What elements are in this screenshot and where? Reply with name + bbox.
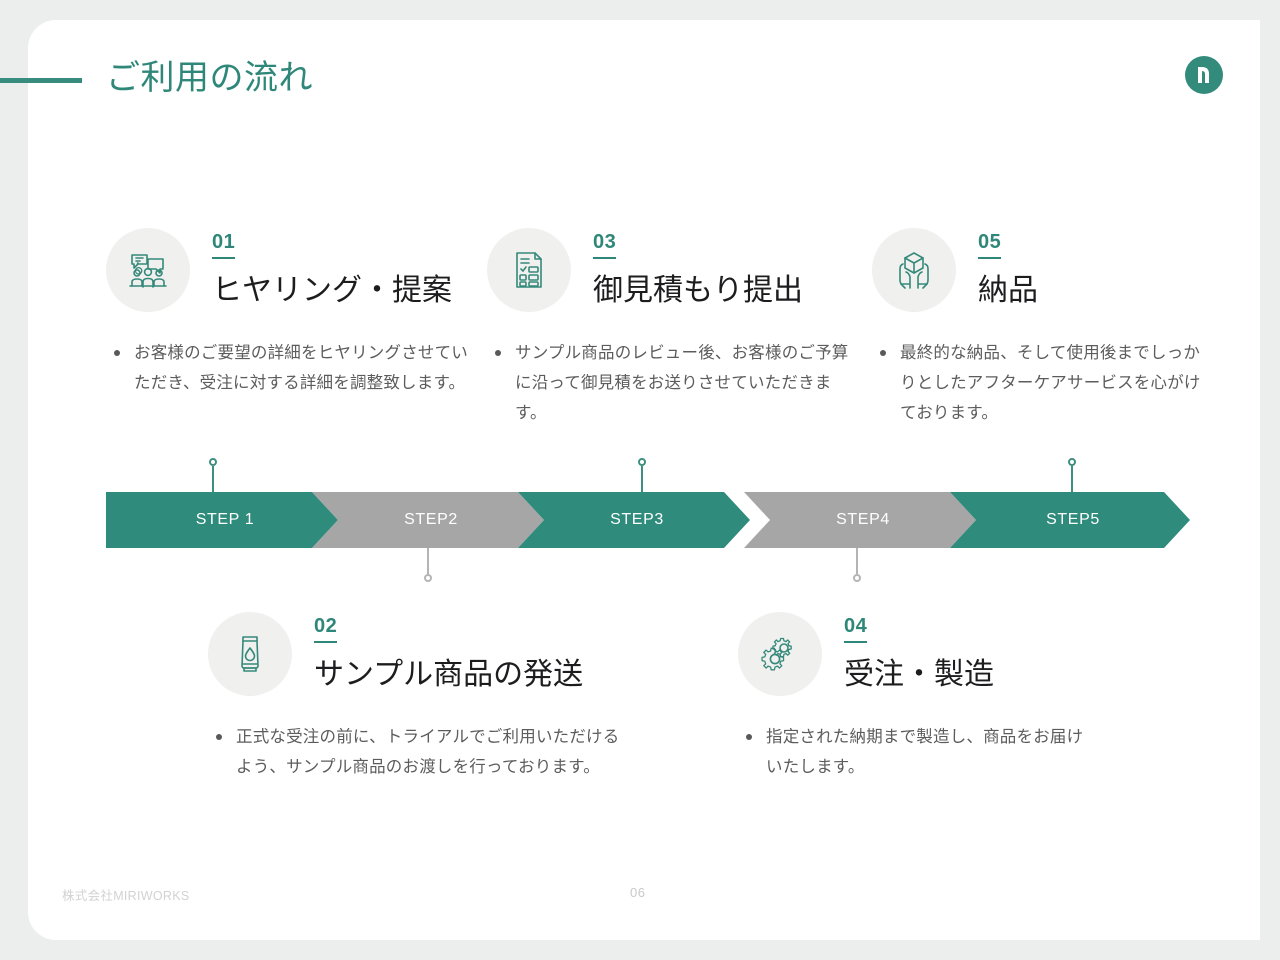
slide-card	[28, 20, 1260, 940]
step-bar-item-2[interactable]: STEP2	[312, 492, 544, 548]
step-number-03: 03	[593, 230, 617, 259]
connector-step4	[853, 548, 861, 582]
step-head-02: 02 サンプル商品の発送	[208, 612, 628, 704]
step-bar-item-4[interactable]: STEP4	[744, 492, 976, 548]
footer-page-number: 06	[630, 885, 646, 900]
step-number-05: 05	[978, 230, 1002, 259]
step-body-01: お客様のご要望の詳細をヒヤリングさせていただき、受注に対する詳細を調整致します。	[106, 338, 468, 398]
hands-holding-box-icon	[872, 228, 956, 312]
step-block-05: 05 納品 最終的な納品、そして使用後までしっかりとしたアフターケアサービスを心…	[872, 228, 1212, 428]
step-bar-label-4: STEP4	[836, 511, 890, 528]
connector-knob-step5	[1068, 458, 1076, 466]
step-block-01: 01 ヒヤリング・提案 お客様のご要望の詳細をヒヤリングさせていただき、受注に対…	[106, 228, 468, 398]
step-block-04: 04 受注・製造 指定された納期まで製造し、商品をお届けいたします。	[738, 612, 1098, 782]
step-head-03: 03 御見積もり提出	[487, 228, 849, 320]
step-head-01: 01 ヒヤリング・提案	[106, 228, 468, 320]
step-bar-label-1: STEP 1	[195, 511, 255, 528]
step-bar-label-5: STEP5	[1046, 511, 1100, 528]
checklist-document-icon	[487, 228, 571, 312]
footer-company-name: 株式会社MIRIWORKS	[62, 889, 190, 903]
cosmetic-tube-icon	[208, 612, 292, 696]
step-body-05: 最終的な納品、そして使用後までしっかりとしたアフターケアサービスを心がけておりま…	[872, 338, 1212, 428]
step-body-04: 指定された納期まで製造し、商品をお届けいたします。	[738, 722, 1098, 782]
step-bar-label-2: STEP2	[404, 511, 458, 528]
step-bar-item-3[interactable]: STEP3	[518, 492, 750, 548]
title-accent-rule	[0, 78, 82, 83]
step-number-01: 01	[212, 230, 236, 259]
meeting-discussion-icon	[106, 228, 190, 312]
step-bar-item-1[interactable]: STEP 1	[106, 492, 338, 548]
step-body-02: 正式な受注の前に、トライアルでご利用いただけるよう、サンプル商品のお渡しを行って…	[208, 722, 628, 782]
step-bar-item-5[interactable]: STEP5	[950, 492, 1190, 548]
step-title-02: サンプル商品の発送	[314, 658, 584, 691]
step-head-05: 05 納品	[872, 228, 1212, 320]
step-block-02: 02 サンプル商品の発送 正式な受注の前に、トライアルでご利用いただけるよう、サ…	[208, 612, 628, 782]
miriworks-logo-icon	[1185, 56, 1223, 94]
step-title-01: ヒヤリング・提案	[212, 274, 452, 307]
step-head-04: 04 受注・製造	[738, 612, 1098, 704]
connector-knob-step3	[638, 458, 646, 466]
step-progress-bar: STEP 1 STEP2 STEP3 STEP4 STEP5	[106, 492, 1190, 548]
gears-icon	[738, 612, 822, 696]
step-title-05: 納品	[978, 274, 1038, 307]
step-bar-label-3: STEP3	[610, 511, 664, 528]
connector-knob-step1	[209, 458, 217, 466]
connector-step2	[424, 548, 432, 582]
page-title: ご利用の流れ	[106, 59, 313, 97]
step-body-03: サンプル商品のレビュー後、お客様のご予算に沿って御見積をお送りさせていただきます…	[487, 338, 849, 428]
step-block-03: 03 御見積もり提出 サンプル商品のレビュー後、お客様のご予算に沿って御見積をお…	[487, 228, 849, 428]
connector-knob-step2	[424, 574, 432, 582]
connector-knob-step4	[853, 574, 861, 582]
connector-step5	[1068, 458, 1076, 492]
step-title-04: 受注・製造	[844, 658, 994, 691]
connector-step1	[209, 458, 217, 492]
step-number-02: 02	[314, 614, 338, 643]
step-number-04: 04	[844, 614, 868, 643]
step-title-03: 御見積もり提出	[593, 274, 803, 307]
connector-step3	[638, 458, 646, 492]
